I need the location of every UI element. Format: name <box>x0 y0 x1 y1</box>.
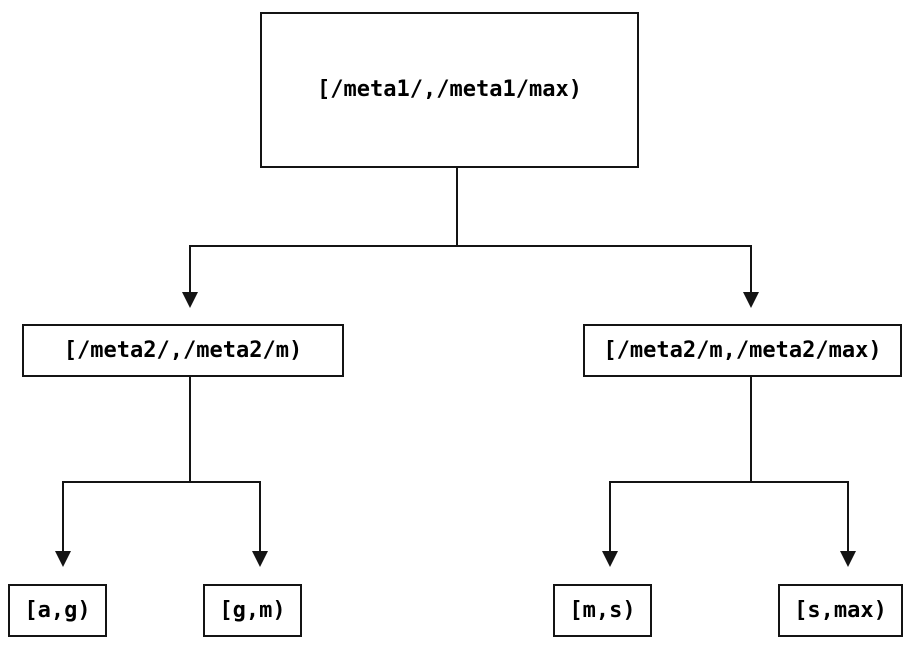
arrow-down-icon <box>55 551 71 567</box>
node-label: [s,max) <box>794 597 887 623</box>
node-level2-right: [/meta2/m,/meta2/max) <box>583 324 902 377</box>
edge-root-to-level2-left <box>182 168 458 308</box>
node-label: [g,m) <box>219 597 286 623</box>
edge-line <box>609 377 752 551</box>
node-label: [/meta2/m,/meta2/max) <box>603 337 882 363</box>
edge-root-to-level2-right <box>456 168 759 308</box>
edge-level2-right-to-leaf-ms <box>602 377 752 567</box>
arrow-down-icon <box>743 292 759 308</box>
arrow-down-icon <box>602 551 618 567</box>
arrow-down-icon <box>182 292 198 308</box>
node-leaf-ag: [a,g) <box>8 584 107 637</box>
node-label: [/meta2/,/meta2/m) <box>63 337 303 363</box>
node-leaf-smax: [s,max) <box>778 584 903 637</box>
edge-level2-left-to-leaf-gm <box>189 377 268 567</box>
edge-level2-right-to-leaf-smax <box>750 377 856 567</box>
edge-line <box>189 168 458 292</box>
edge-line <box>456 168 752 292</box>
edge-level2-left-to-leaf-ag <box>55 377 191 567</box>
edge-line <box>750 377 849 551</box>
node-label: [a,g) <box>24 597 91 623</box>
node-label: [m,s) <box>569 597 636 623</box>
node-leaf-ms: [m,s) <box>553 584 652 637</box>
node-label: [/meta1/,/meta1/max) <box>317 77 582 102</box>
node-leaf-gm: [g,m) <box>203 584 302 637</box>
node-root: [/meta1/,/meta1/max) <box>260 12 639 168</box>
node-level2-left: [/meta2/,/meta2/m) <box>22 324 344 377</box>
arrow-down-icon <box>840 551 856 567</box>
edge-line <box>189 377 261 551</box>
edge-line <box>62 377 191 551</box>
arrow-down-icon <box>252 551 268 567</box>
